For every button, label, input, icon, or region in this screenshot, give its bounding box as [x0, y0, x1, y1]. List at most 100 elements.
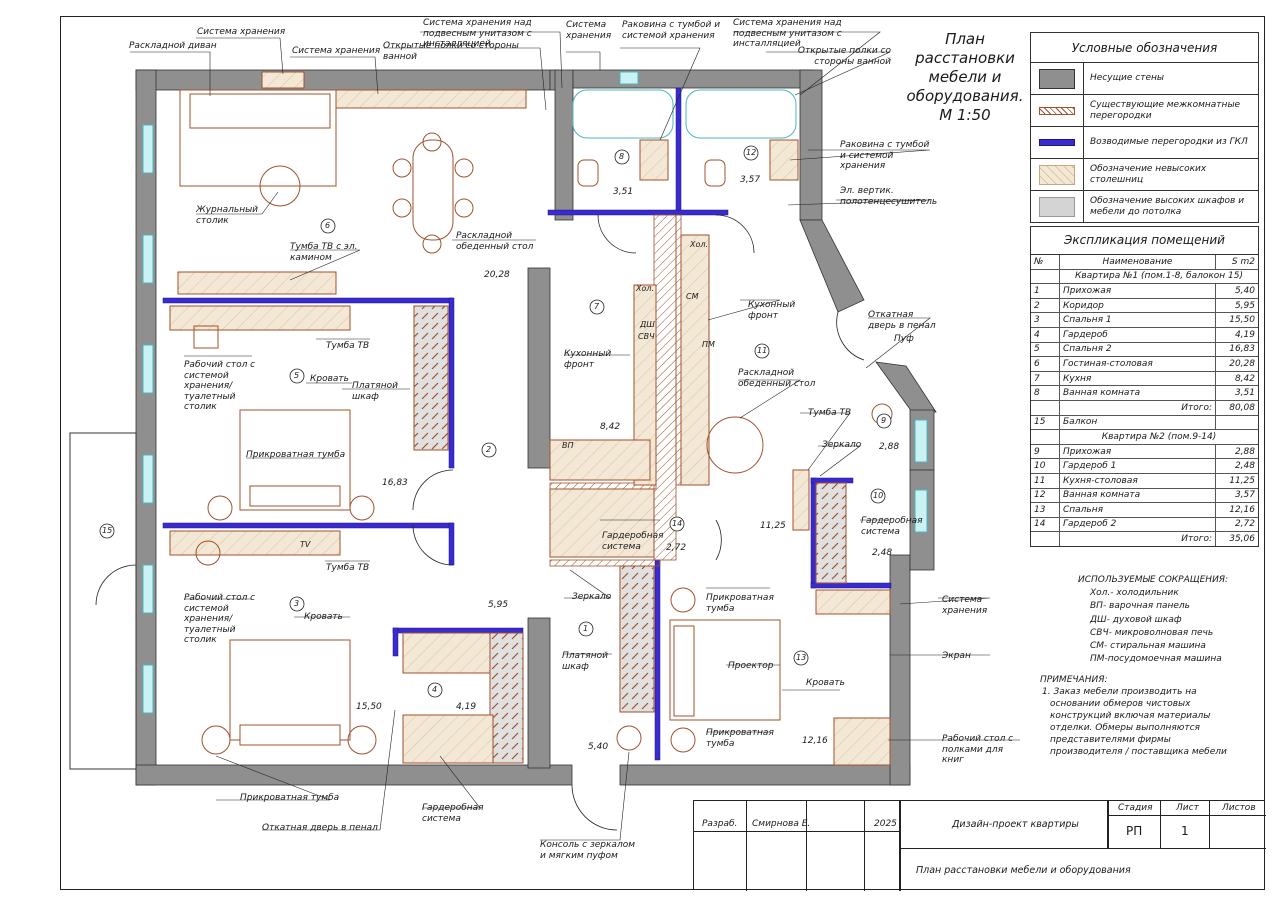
legend-item: Обозначение невысоких столешниц [1031, 159, 1258, 191]
room-area-9: 2,88 [879, 442, 900, 452]
cell-n: 11 [1031, 473, 1060, 489]
room-num-2: 2 [486, 445, 492, 454]
cell-name: Прихожая [1059, 283, 1216, 299]
col-num: № [1031, 255, 1060, 270]
room-area-12: 3,57 [740, 175, 761, 185]
callout-projector: Проектор [728, 661, 774, 671]
cell-area: 15,50 [1215, 312, 1258, 328]
tb-stage: РП [1126, 824, 1143, 838]
abbreviations: ИСПОЛЬЗУЕМЫЕ СОКРАЩЕНИЯ: Хол.- холодильн… [1078, 574, 1228, 666]
abbreviations-heading: ИСПОЛЬЗУЕМЫЕ СОКРАЩЕНИЯ: [1078, 575, 1229, 585]
room-num-3: 3 [294, 599, 300, 608]
abbreviation-item: ВП- варочная панель [1090, 601, 1190, 612]
callout-storage-above-wc: Система хранения над подвесным унитазом … [423, 18, 532, 49]
callout-dining-table: Раскладной обеденный стол [456, 231, 534, 252]
callout-sink-cabinet-right: Раковина с тумбой и системой хранения [840, 140, 930, 171]
abbreviation-item: ДШ- духовой шкаф [1090, 614, 1182, 625]
room-area-6: 20,28 [484, 270, 510, 280]
cell-area: 20,28 [1215, 356, 1258, 372]
furniture [169, 71, 893, 766]
tb-stage-label: Стадия [1118, 803, 1153, 813]
room-num-6: 6 [325, 221, 331, 230]
callout-desk2: Рабочий стол с системой хранения/туалетн… [184, 593, 256, 645]
callout-wardrobe-system: Гардеробная система [422, 803, 484, 824]
callout-desk3: Рабочий стол с полками для книг [942, 734, 1014, 765]
cell-area: 3,57 [1215, 488, 1258, 504]
room-area-13: 12,16 [802, 736, 828, 746]
callout-bed1: Кровать [310, 374, 349, 384]
legend-item: Несущие стены [1031, 63, 1258, 95]
callout-bed3: Кровать [806, 678, 845, 688]
title-line2: расстановки [915, 49, 1015, 67]
notes: ПРИМЕЧАНИЯ: 1. Заказ мебели производить … [1040, 674, 1240, 758]
bearing-wall-swatch [1039, 68, 1075, 89]
cell-name: Ванная комната [1059, 385, 1216, 401]
explication-table: № Наименование S m2 Квартира №1 (пом.1-8… [1031, 255, 1258, 546]
tag-fridge2: Хол. [690, 240, 709, 249]
room-num-11: 11 [757, 346, 768, 355]
cell-n: 5 [1031, 342, 1060, 358]
apt2-total-label: Итого: [1181, 534, 1212, 545]
tag-dishwasher: ПМ [702, 340, 715, 349]
cell-n: 8 [1031, 385, 1060, 401]
room-area-10: 2,48 [872, 548, 893, 558]
abbreviation-item: СМ- стиральная машина [1090, 641, 1206, 652]
tag-microwave: СВЧ [638, 332, 655, 341]
tag-tv: TV [300, 540, 311, 549]
tb-sheets-label: Листов [1222, 803, 1256, 813]
callout-wardrobe-system3: Гардеробная система [861, 516, 923, 537]
windows [142, 71, 928, 714]
room-num-13: 13 [796, 653, 807, 662]
callout-storage-right: Система хранения [942, 595, 988, 616]
callout-wardrobe-system2: Гардеробная система [602, 531, 664, 552]
callout-tv-stand3: Тумба ТВ [808, 408, 852, 418]
cell-name: Спальня 2 [1059, 342, 1216, 358]
balcony [69, 432, 137, 770]
legend-item: Обозначение высоких шкафов и мебели до п… [1031, 191, 1258, 222]
cell-name: Прихожая [1059, 444, 1216, 460]
plan-title: План расстановки мебели и оборудования. … [905, 30, 1025, 125]
cell-area: 5,40 [1215, 283, 1258, 299]
callout-storage-top: Система хранения [197, 27, 286, 37]
cell-name: Гардероб 1 [1059, 458, 1216, 474]
title-block: Разраб. Смирнова Е. 2025 Дизайн-проект к… [693, 800, 1266, 891]
callout-wardrobe2: Платяной шкаф [562, 651, 608, 672]
cell-area: 2,48 [1215, 458, 1258, 474]
low-counter-swatch [1039, 164, 1075, 185]
tb-sheet: 1 [1181, 824, 1189, 838]
tag-washer: СМ [686, 292, 699, 301]
cell-area: 2,72 [1215, 517, 1258, 533]
abbreviation-item: Хол.- холодильник [1090, 588, 1179, 599]
gkl-partitions [162, 87, 892, 761]
room-markers [99, 145, 892, 698]
tb-sheet-label: Лист [1176, 803, 1199, 813]
balcony-name: Балкон [1059, 415, 1216, 431]
title-line5: М 1:50 [939, 106, 991, 124]
cell-name: Кухня [1059, 371, 1216, 387]
callout-open-shelves: Открытые полки со стороны ванной [383, 41, 519, 62]
cell-area: 5,95 [1215, 298, 1258, 314]
col-name: Наименование [1059, 255, 1216, 270]
cell-n: 7 [1031, 371, 1060, 387]
notes-heading: ПРИМЕЧАНИЯ: [1040, 675, 1108, 685]
legend: Условные обозначения Несущие стены Сущес… [1030, 32, 1259, 223]
room-num-4: 4 [432, 685, 438, 694]
cell-area: 2,88 [1215, 444, 1258, 460]
tall-cabinet-swatch [1039, 196, 1075, 217]
room-area-2: 5,95 [488, 600, 509, 610]
room-num-5: 5 [294, 371, 300, 380]
tb-role: Разраб. [702, 819, 738, 829]
callout-pocket-door2: Откатная дверь в пенал [868, 310, 936, 331]
doors [95, 214, 865, 831]
tb-year: 2025 [874, 819, 897, 829]
